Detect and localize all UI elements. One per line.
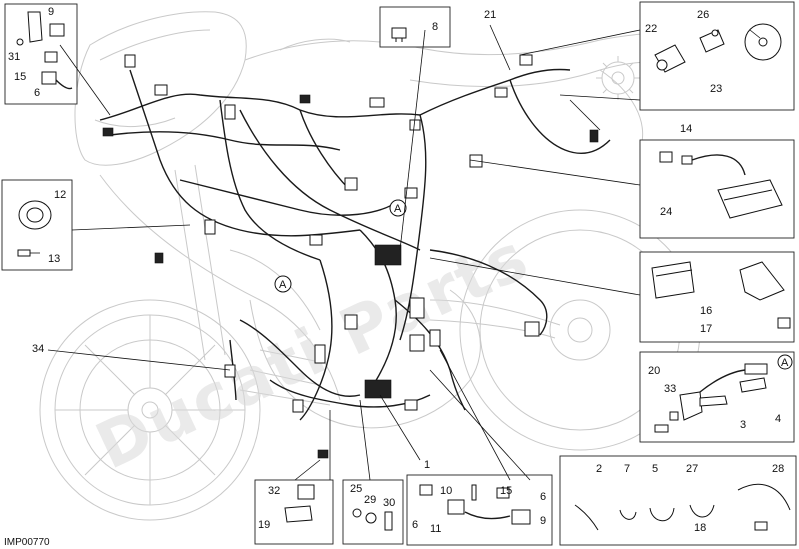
svg-text:A: A [394, 203, 402, 215]
callout-19: 19 [258, 519, 270, 531]
callout-6-c: 6 [412, 519, 418, 531]
callout-33: 33 [664, 383, 676, 395]
svg-text:A: A [781, 357, 789, 369]
connector-marker-a-2: A [274, 275, 292, 293]
callout-5: 5 [652, 463, 658, 475]
callout-13: 13 [48, 253, 60, 265]
callout-32: 32 [268, 485, 280, 497]
callout-6: 6 [34, 87, 40, 99]
callout-9-b: 9 [540, 515, 546, 527]
inset-box-bracket [639, 251, 795, 343]
callout-25: 25 [350, 483, 362, 495]
callout-30: 30 [383, 497, 395, 509]
callout-27: 27 [686, 463, 698, 475]
inset-box-module [639, 139, 795, 239]
callout-3: 3 [740, 419, 746, 431]
callout-10: 10 [440, 485, 452, 497]
inset-box-sensor-a: A [639, 351, 795, 443]
callout-15: 15 [14, 71, 26, 83]
callout-28: 28 [772, 463, 784, 475]
callout-26: 26 [697, 9, 709, 21]
diagram-code: IMP00770 [4, 537, 50, 548]
callout-34: 34 [32, 343, 44, 355]
callout-31: 31 [8, 51, 20, 63]
inset-box-clips [559, 455, 797, 546]
inset-box-fasteners [342, 479, 404, 545]
inset-box-sensors [639, 1, 795, 111]
inset-box-fuse [379, 6, 451, 48]
connector-marker-a-1: A [389, 199, 407, 217]
callout-9: 9 [48, 6, 54, 18]
callout-7: 7 [624, 463, 630, 475]
callout-21: 21 [484, 9, 496, 21]
callout-1: 1 [424, 459, 430, 471]
callout-16: 16 [700, 305, 712, 317]
callout-14: 14 [680, 123, 692, 135]
motorcycle-outline [39, 11, 721, 521]
callout-11: 11 [430, 523, 441, 535]
inset-box-horn [1, 179, 73, 271]
callout-29: 29 [364, 494, 376, 506]
callout-22: 22 [645, 23, 657, 35]
inset-box-relays [4, 3, 78, 105]
callout-17: 17 [700, 323, 712, 335]
callout-labels: 9 31 15 6 8 21 26 22 23 14 24 12 13 16 1… [8, 6, 784, 535]
svg-text:A: A [279, 279, 287, 291]
callout-8: 8 [432, 21, 438, 33]
inset-box-relay-set [406, 474, 553, 546]
inset-box-connector-19 [254, 479, 334, 545]
callout-2: 2 [596, 463, 602, 475]
callout-15-b: 15 [500, 485, 512, 497]
wiring-harness [99, 68, 611, 421]
harness-connectors [102, 54, 599, 459]
callout-6-b: 6 [540, 491, 546, 503]
gear-icon [596, 56, 640, 100]
leader-lines [47, 24, 641, 481]
callout-23: 23 [710, 83, 722, 95]
callout-18: 18 [694, 522, 706, 534]
callout-4: 4 [775, 413, 781, 425]
callout-24: 24 [660, 206, 672, 218]
callout-20: 20 [648, 365, 660, 377]
callout-12: 12 [54, 189, 66, 201]
